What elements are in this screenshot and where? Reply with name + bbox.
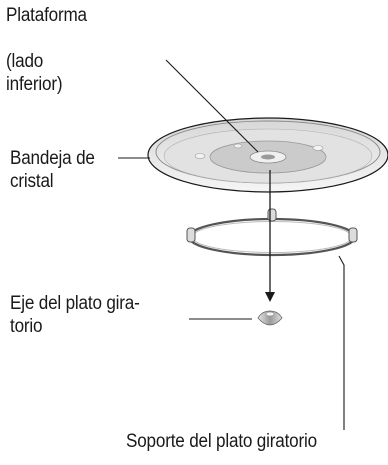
label-glass-tray: Bandeja de cristal	[10, 147, 95, 193]
platform-text-3: inferior)	[6, 74, 63, 95]
platform-text-2: (lado	[6, 51, 44, 72]
tray-text-2: cristal	[10, 171, 54, 192]
label-platform-underside: Plataforma (lado inferior)	[6, 4, 87, 96]
support-text: Soporte del plato giratorio	[126, 431, 317, 452]
leader-lines	[118, 59, 345, 430]
leader-support	[338, 255, 345, 430]
assembly-arrow	[265, 170, 275, 302]
turntable-shaft	[257, 310, 283, 326]
axis-text-2: torio	[10, 316, 43, 337]
leader-platform	[165, 59, 259, 153]
tray-text-1: Bandeja de	[10, 148, 95, 169]
label-turntable-shaft: Eje del plato gira- torio	[10, 292, 140, 338]
axis-text-1: Eje del plato gira-	[10, 293, 140, 314]
turntable-support-ring	[186, 208, 358, 257]
platform-text-1: Plataforma	[6, 5, 87, 26]
tray-platform-underside	[194, 140, 327, 174]
label-turntable-support: Soporte del plato giratorio	[126, 430, 317, 453]
